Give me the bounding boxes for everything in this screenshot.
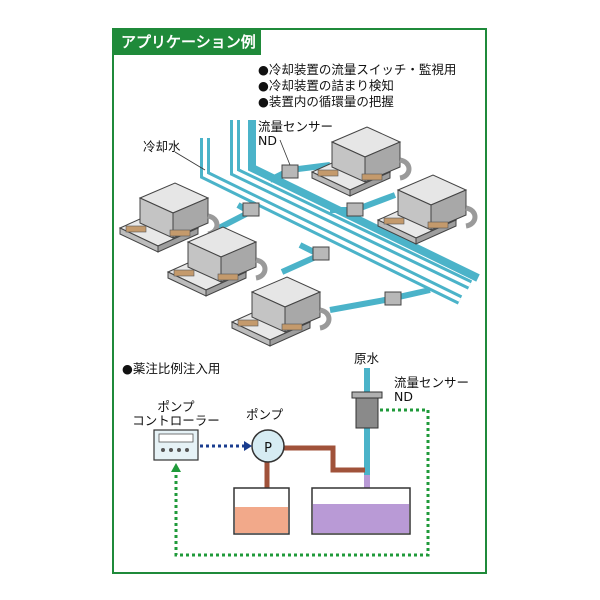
bullet-list: ●冷却装置の流量スイッチ・監視用 ●冷却装置の詰まり検知 ●装置内の循環量の把握 [258, 62, 456, 110]
flow-sensor-top-label-line1: 流量センサー [258, 119, 334, 134]
cooling-water-label: 冷却水 [143, 139, 181, 154]
flow-sensor-bottom-label-line1: 流量センサー [394, 375, 470, 390]
bullet-item: ●冷却装置の流量スイッチ・監視用 [258, 62, 457, 77]
right-tank [311, 487, 411, 535]
signal-controller-to-pump [200, 441, 252, 451]
flow-sensor-box [242, 164, 402, 306]
pump-controller-label-line1: ポンプ [157, 399, 195, 414]
flow-sensor-bottom-label-line2: ND [394, 389, 413, 404]
left-tank [233, 487, 290, 535]
pump-controller-label-line2: コントローラー [132, 413, 220, 428]
machine-unit-3 [232, 277, 329, 346]
diagram-frame [112, 28, 487, 574]
pump-symbol: P [264, 441, 272, 456]
dosing-title: ●薬注比例注入用 [122, 361, 221, 376]
raw-water-label: 原水 [354, 351, 380, 366]
pump-label: ポンプ [246, 407, 284, 422]
bullet-item: ●冷却装置の詰まり検知 [258, 78, 394, 93]
main-pipes [200, 120, 480, 305]
bullet-item: ●装置内の循環量の把握 [258, 94, 394, 109]
header-title: アプリケーション例 [113, 29, 261, 55]
machine-unit-4 [312, 127, 409, 196]
flow-sensor-top-label-line2: ND [258, 133, 277, 148]
flow-sensor-device [351, 391, 383, 429]
pump-controller [153, 429, 199, 461]
signal-sensor-to-controller [171, 408, 430, 557]
